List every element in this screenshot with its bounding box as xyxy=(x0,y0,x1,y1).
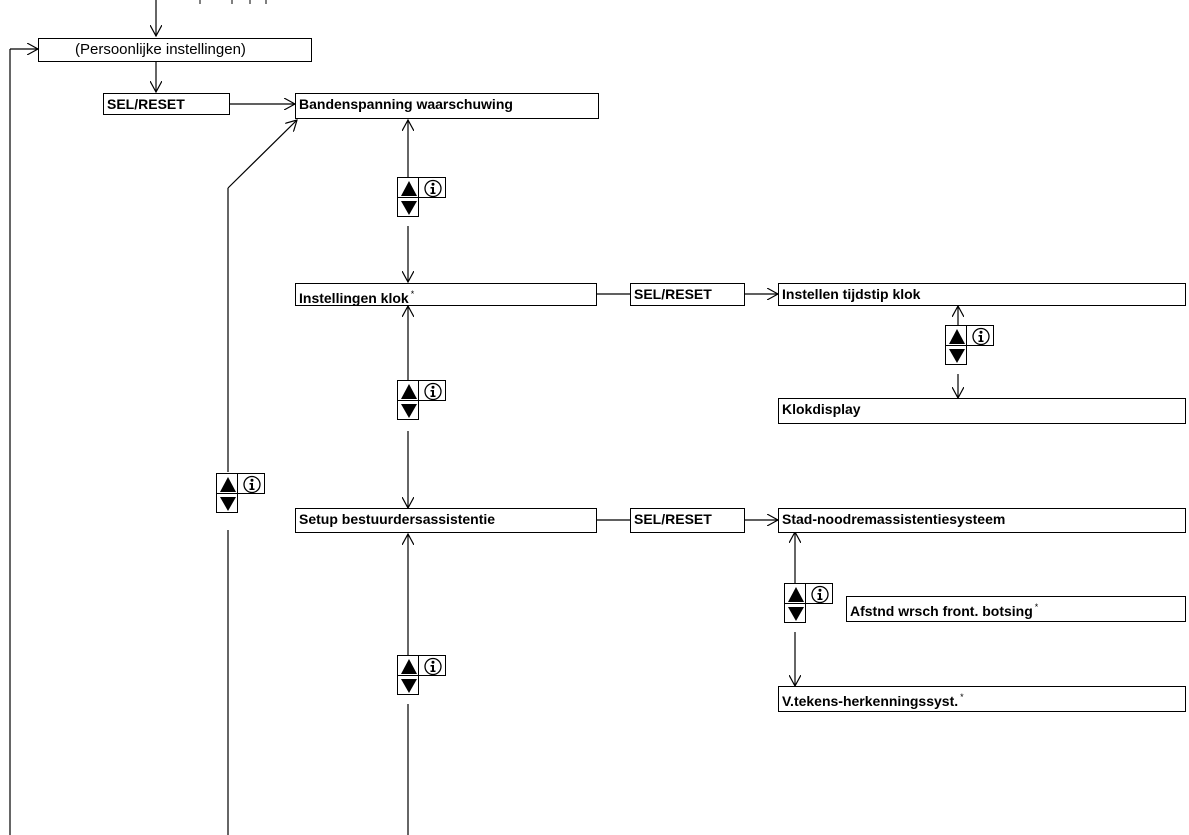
down-button[interactable] xyxy=(216,493,238,513)
nav-buttons-clock xyxy=(945,325,995,365)
footnote-marker: * xyxy=(410,289,415,299)
up-button[interactable] xyxy=(945,325,967,346)
up-button[interactable] xyxy=(216,473,238,494)
triangle-up-icon xyxy=(788,587,804,602)
personal-settings-label: (Persoonlijke instellingen) xyxy=(75,41,246,58)
info-button[interactable] xyxy=(966,325,994,346)
personal-settings-header: (Persoonlijke instellingen) xyxy=(38,38,312,62)
menu-item-label: Setup bestuurdersassistentie xyxy=(299,511,496,527)
triangle-up-icon xyxy=(949,329,965,344)
menu-item-label: Instellingen klok xyxy=(299,290,409,306)
menu-item-label: Bandenspanning waarschuwing xyxy=(299,96,513,112)
up-button[interactable] xyxy=(784,583,806,604)
up-button[interactable] xyxy=(397,655,419,676)
submenu-item-collision-distance[interactable]: Afstnd wrsch front. botsing* xyxy=(846,596,1186,622)
submenu-item-sign-recognition[interactable]: V.tekens-herkenningssyst.* xyxy=(778,686,1186,712)
menu-item-tyre-pressure[interactable]: Bandenspanning waarschuwing xyxy=(295,93,599,119)
info-button[interactable] xyxy=(418,380,446,401)
triangle-down-icon xyxy=(788,607,804,621)
submenu-item-label: Afstnd wrsch front. botsing xyxy=(850,603,1033,619)
info-button[interactable] xyxy=(805,583,833,604)
nav-buttons-1 xyxy=(397,177,447,217)
down-button[interactable] xyxy=(397,197,419,217)
down-button[interactable] xyxy=(397,675,419,695)
down-button[interactable] xyxy=(397,400,419,420)
down-button[interactable] xyxy=(784,603,806,623)
nav-buttons-left xyxy=(216,473,266,513)
sel-reset-label: SEL/RESET xyxy=(107,96,185,112)
down-button[interactable] xyxy=(945,345,967,365)
footnote-marker: * xyxy=(960,692,964,702)
submenu-item-city-brake[interactable]: Stad-noodremassistentiesysteem xyxy=(778,508,1186,533)
triangle-down-icon xyxy=(401,679,417,693)
sel-reset-button-assist[interactable]: SEL/RESET xyxy=(630,508,745,533)
up-button[interactable] xyxy=(397,177,419,198)
nav-buttons-3 xyxy=(397,655,447,695)
sel-reset-button-main[interactable]: SEL/RESET xyxy=(103,93,230,115)
triangle-down-icon xyxy=(220,497,236,511)
sel-reset-label: SEL/RESET xyxy=(634,511,712,527)
submenu-item-label: Instellen tijdstip klok xyxy=(782,286,921,302)
nav-buttons-2 xyxy=(397,380,447,420)
up-button[interactable] xyxy=(397,380,419,401)
submenu-item-label: V.tekens-herkenningssyst. xyxy=(782,693,959,709)
triangle-up-icon xyxy=(401,659,417,674)
menu-item-driver-assist[interactable]: Setup bestuurdersassistentie xyxy=(295,508,597,533)
sel-reset-button-clock[interactable]: SEL/RESET xyxy=(630,283,745,306)
submenu-item-label: Stad-noodremassistentiesysteem xyxy=(782,511,1006,527)
info-button[interactable] xyxy=(418,177,446,198)
triangle-up-icon xyxy=(401,181,417,196)
triangle-down-icon xyxy=(401,404,417,418)
sel-reset-label: SEL/RESET xyxy=(634,286,712,302)
triangle-down-icon xyxy=(949,349,965,363)
triangle-down-icon xyxy=(401,201,417,215)
footnote-marker: * xyxy=(1034,602,1039,612)
nav-buttons-assist xyxy=(784,583,834,623)
triangle-up-icon xyxy=(220,477,236,492)
submenu-item-clock-display[interactable]: Klokdisplay xyxy=(778,398,1186,424)
info-button[interactable] xyxy=(237,473,265,494)
submenu-item-label: Klokdisplay xyxy=(782,401,861,417)
triangle-up-icon xyxy=(401,384,417,399)
submenu-item-set-time[interactable]: Instellen tijdstip klok xyxy=(778,283,1186,306)
info-button[interactable] xyxy=(418,655,446,676)
menu-item-clock-settings[interactable]: Instellingen klok* xyxy=(295,283,597,306)
